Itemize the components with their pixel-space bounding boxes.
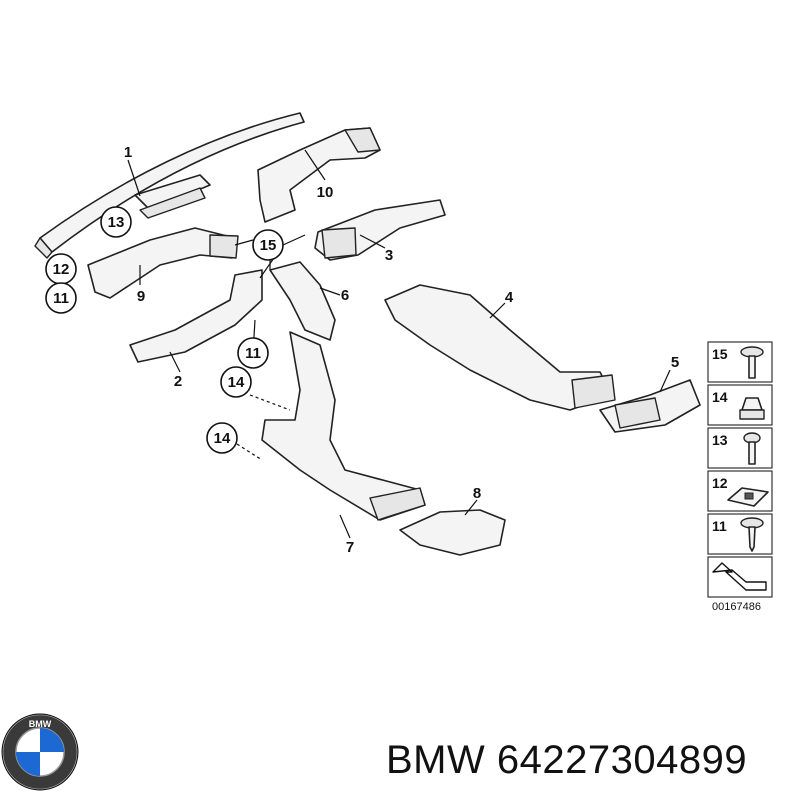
callout-7: 7 [346, 539, 354, 556]
circled-callouts: 13 12 11 15 11 14 14 [45, 206, 284, 454]
callout-14-b: 14 [214, 430, 231, 447]
leader-lines [127, 149, 671, 539]
part-2-duct [129, 269, 263, 363]
callout-4: 4 [505, 289, 514, 306]
legend-15: 15 [712, 346, 728, 362]
part-1-defroster-duct [34, 112, 305, 259]
callout-11-b: 11 [245, 345, 261, 362]
brand-part-label: BMW 64227304899 [386, 738, 747, 783]
callout-15: 15 [260, 237, 277, 254]
part-5-bracket [599, 379, 701, 433]
diagram-id: 00167486 [712, 601, 761, 613]
part-10-duct [257, 127, 381, 223]
callout-8: 8 [473, 485, 481, 502]
callout-1: 1 [124, 144, 132, 161]
callout-10: 10 [317, 184, 334, 201]
legend-13: 13 [712, 432, 728, 448]
part-7-duct [261, 331, 426, 521]
screw-13-icon [743, 432, 761, 465]
callout-6: 6 [341, 287, 349, 304]
fastener-legend: 15 14 13 12 11 [707, 341, 773, 613]
nut-14-icon [739, 397, 765, 420]
plain-callouts: 1 10 3 4 6 2 5 8 7 9 [124, 144, 679, 556]
callout-11-a: 11 [53, 290, 69, 307]
brand-name: BMW [386, 738, 486, 782]
callout-3: 3 [385, 247, 393, 264]
part-4-duct [384, 284, 616, 411]
arrow-icon [712, 562, 767, 591]
callout-5: 5 [671, 354, 679, 371]
clip-12-icon [727, 487, 769, 507]
callout-9: 9 [137, 288, 145, 305]
legend-12: 12 [712, 475, 728, 491]
part-3-duct [314, 199, 446, 261]
callout-2: 2 [174, 373, 182, 390]
screw-15-icon [740, 346, 764, 379]
bmw-logo: BMW [1, 713, 79, 791]
part-8-duct [399, 509, 506, 556]
callout-12: 12 [53, 261, 70, 278]
part-number: 64227304899 [496, 738, 748, 782]
callout-13: 13 [108, 214, 125, 231]
legend-11: 11 [712, 518, 727, 534]
part-6-duct [269, 261, 336, 341]
screw-11-icon [740, 517, 764, 552]
legend-14: 14 [712, 389, 728, 405]
part-9-duct [87, 227, 239, 299]
callout-14-a: 14 [228, 374, 245, 391]
svg-text:BMW: BMW [29, 719, 52, 729]
